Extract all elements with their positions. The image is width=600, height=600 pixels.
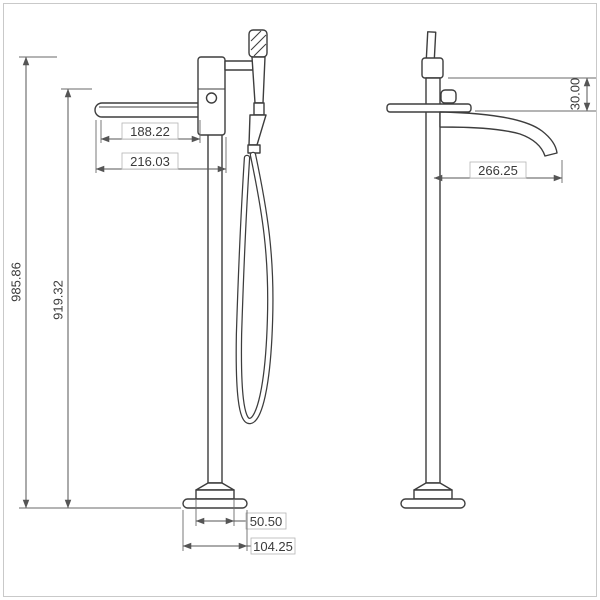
- handshower-handle: [251, 56, 266, 104]
- dim-total-height: 985.86: [9, 56, 181, 509]
- base-flare-side: [413, 482, 453, 491]
- base-post: [195, 489, 235, 500]
- diverter-knob: [205, 92, 218, 104]
- dimension-label: 30.00: [568, 78, 583, 111]
- handshower-connector: [253, 102, 265, 116]
- dim-base-width: 104.25: [182, 510, 296, 555]
- dim-spout-height: 919.32: [51, 88, 92, 509]
- page-border: [3, 3, 597, 597]
- dimension-label: 104.25: [253, 539, 293, 554]
- front-view: [94, 29, 274, 509]
- dimension-label-box: [250, 537, 296, 555]
- base-plate-side: [400, 498, 466, 509]
- riser-column-side: [425, 77, 441, 484]
- side-view: [386, 31, 558, 509]
- dimension-label-box: [469, 161, 527, 179]
- dimension-label: 50.50: [250, 514, 283, 529]
- deck-plate: [386, 103, 472, 113]
- waterfall-spout: [94, 102, 207, 118]
- tub-spout: [439, 111, 558, 157]
- lever-handle: [425, 31, 437, 61]
- base-post-side: [413, 489, 453, 500]
- riser-column: [207, 116, 223, 484]
- dimension-label-box: [121, 152, 179, 170]
- shower-bracket: [224, 60, 254, 71]
- hose-nut: [247, 144, 261, 154]
- dim-spout-reach: 266.25: [433, 160, 563, 183]
- dim-spout-width: 188.22: [100, 120, 201, 143]
- dim-overall-width: 216.03: [95, 120, 227, 173]
- dimension-label-box: [245, 512, 287, 530]
- dimension-label: 266.25: [478, 163, 518, 178]
- base-flare: [195, 482, 235, 491]
- dim-base-neck: 50.50: [195, 500, 287, 530]
- base-plate: [182, 498, 248, 509]
- shower-hose: [235, 151, 274, 425]
- handshower-hatching: [250, 30, 267, 57]
- hose-cone: [248, 114, 267, 146]
- dimension-label: 985.86: [9, 262, 24, 302]
- diverter-knob-side: [440, 89, 457, 104]
- cartridge-body: [421, 57, 444, 79]
- dimension-label: 188.22: [130, 124, 170, 139]
- dimension-label-box: [121, 122, 179, 140]
- dimension-label: 919.32: [51, 280, 66, 320]
- dimension-label: 216.03: [130, 154, 170, 169]
- dim-top-offset: 30.00: [448, 77, 596, 112]
